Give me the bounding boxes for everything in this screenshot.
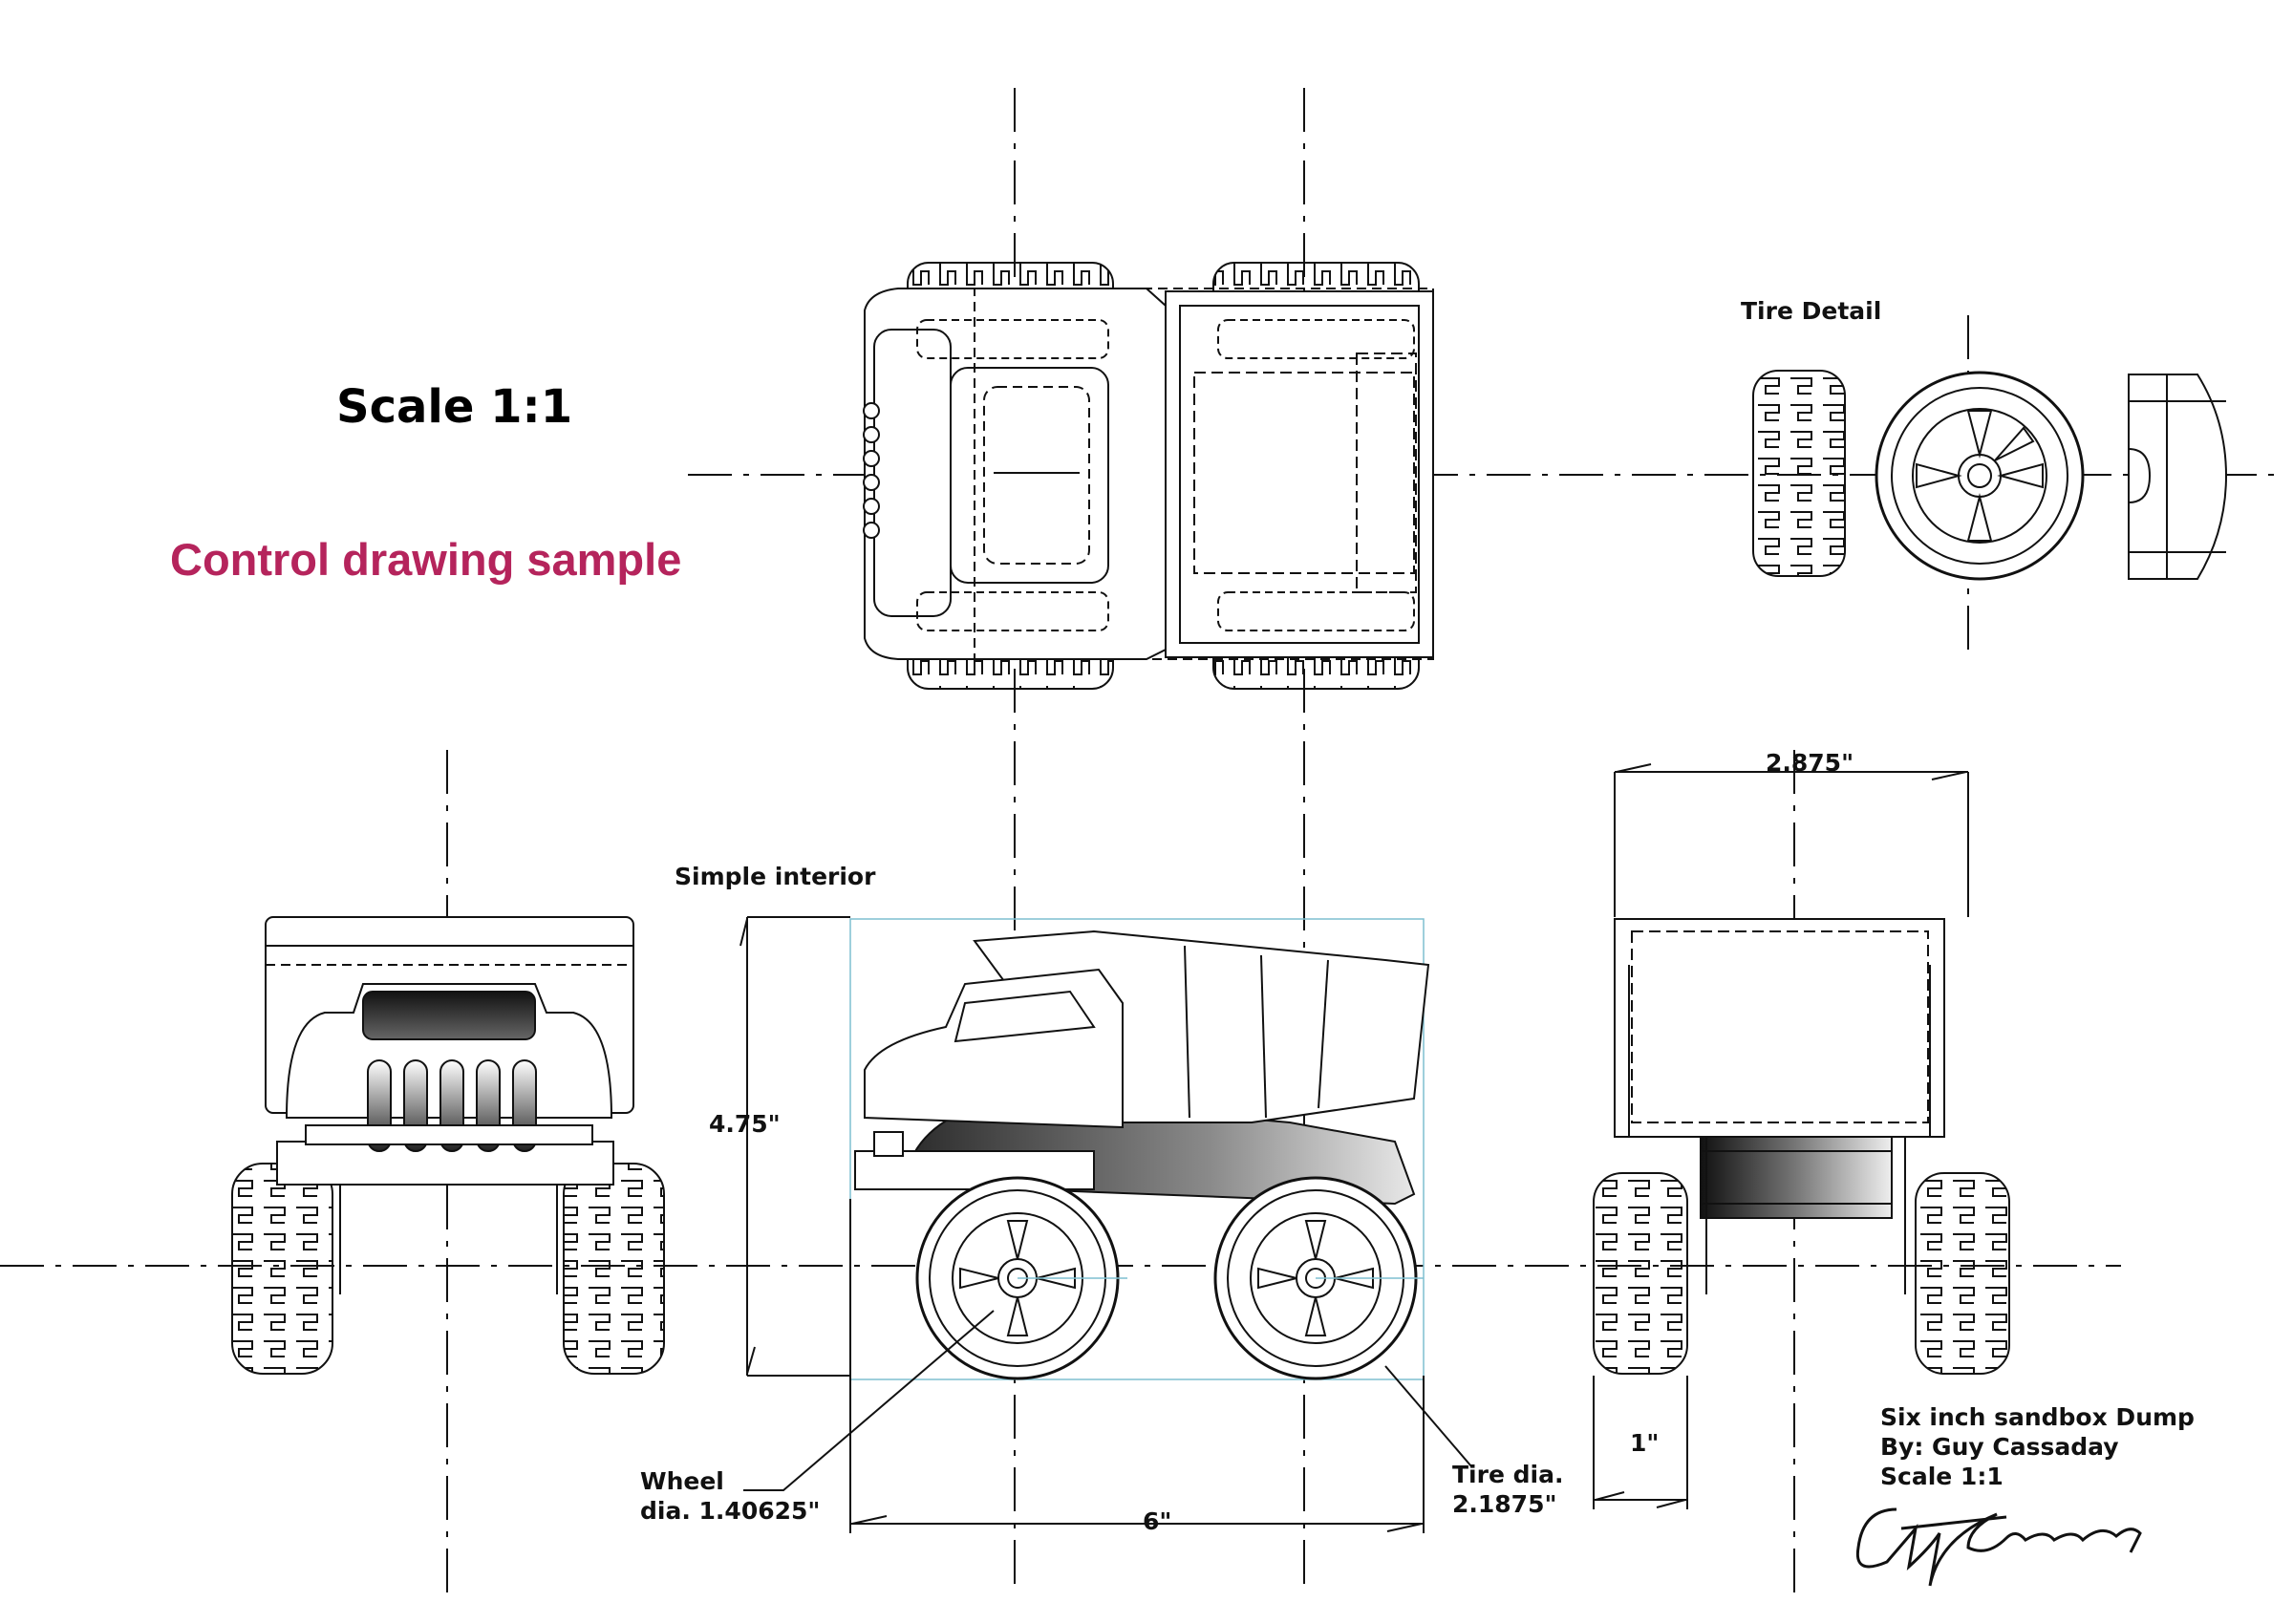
- drawing-subtitle: Control drawing sample: [170, 534, 682, 585]
- title-block-line2: By: Guy Cassaday: [1880, 1433, 2119, 1461]
- signature: [1855, 1507, 2142, 1587]
- dimension-height: 4.75": [709, 1110, 781, 1138]
- top-view: [863, 262, 1434, 690]
- side-view: [849, 918, 1430, 1380]
- tire-detail-view: [1752, 370, 2228, 581]
- dimension-body-width: 2.875": [1766, 749, 1854, 777]
- tire-dia-label: Tire dia. 2.1875": [1452, 1460, 1563, 1519]
- title-block-line3: Scale 1:1: [1880, 1463, 2004, 1490]
- dimension-lines: [739, 763, 1969, 1533]
- tire-dia-line1: Tire dia.: [1452, 1461, 1564, 1488]
- rear-view: [1593, 918, 2010, 1375]
- wheel-dia-line1: Wheel: [640, 1467, 724, 1495]
- title-block-line1: Six inch sandbox Dump: [1880, 1403, 2195, 1431]
- scale-heading: Scale 1:1: [336, 380, 573, 434]
- tire-detail-label: Tire Detail: [1741, 297, 1882, 325]
- wheel-dia-line2: dia. 1.40625": [640, 1497, 821, 1525]
- tire-dia-line2: 2.1875": [1452, 1490, 1557, 1518]
- dimension-tire-width: 1": [1630, 1429, 1660, 1457]
- dimension-length: 6": [1143, 1507, 1172, 1535]
- title-block: Six inch sandbox Dump By: Guy Cassaday S…: [1880, 1402, 2195, 1491]
- simple-interior-label: Simple interior: [675, 863, 876, 890]
- front-view: [231, 916, 665, 1375]
- wheel-dia-label: Wheel dia. 1.40625": [640, 1466, 820, 1526]
